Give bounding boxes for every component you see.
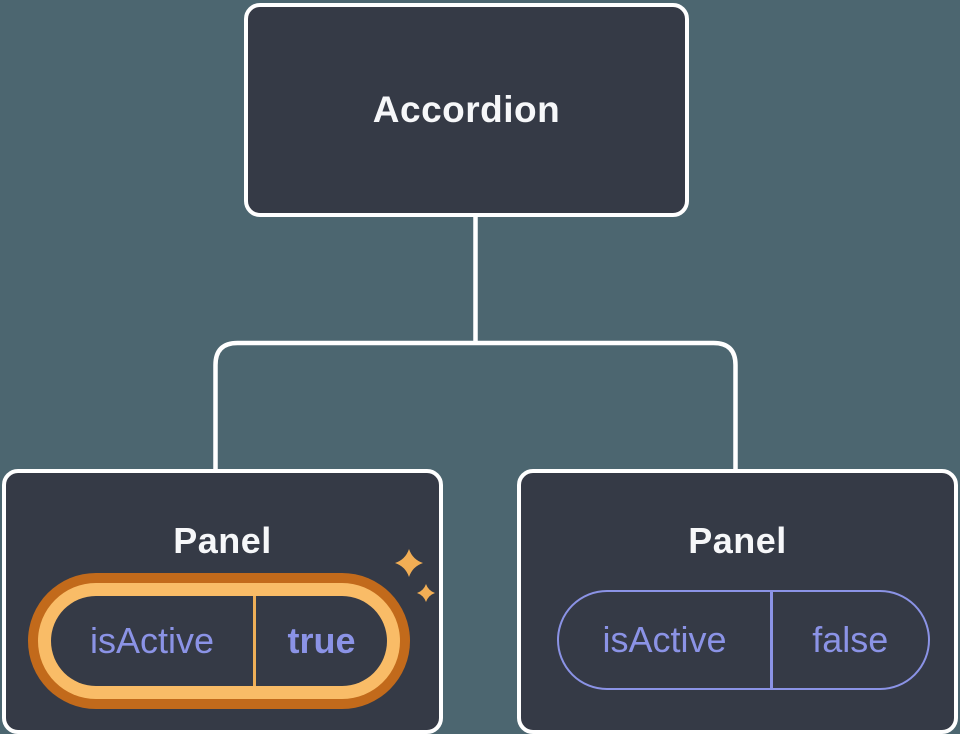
state-pill: isActive false: [557, 590, 930, 690]
state-pill-highlight-ring: isActive true: [38, 583, 400, 699]
pill-divider: [253, 596, 256, 686]
panel-title: Panel: [173, 520, 272, 561]
prop-name-label: isActive: [89, 620, 215, 661]
state-pill-body: isActive true: [51, 596, 387, 686]
panel-node-active: Panel isActive true: [2, 469, 443, 734]
panel-title: Panel: [688, 520, 787, 561]
pill-divider: [770, 592, 773, 688]
panel-node-inactive: Panel isActive false: [517, 469, 958, 734]
accordion-node-label: Accordion: [372, 89, 561, 130]
accordion-node: Accordion: [244, 3, 689, 217]
prop-value-label: true: [287, 620, 356, 661]
prop-value-label: false: [812, 619, 889, 660]
prop-name-label: isActive: [602, 619, 727, 660]
state-pill-highlighted: isActive true: [28, 573, 410, 709]
